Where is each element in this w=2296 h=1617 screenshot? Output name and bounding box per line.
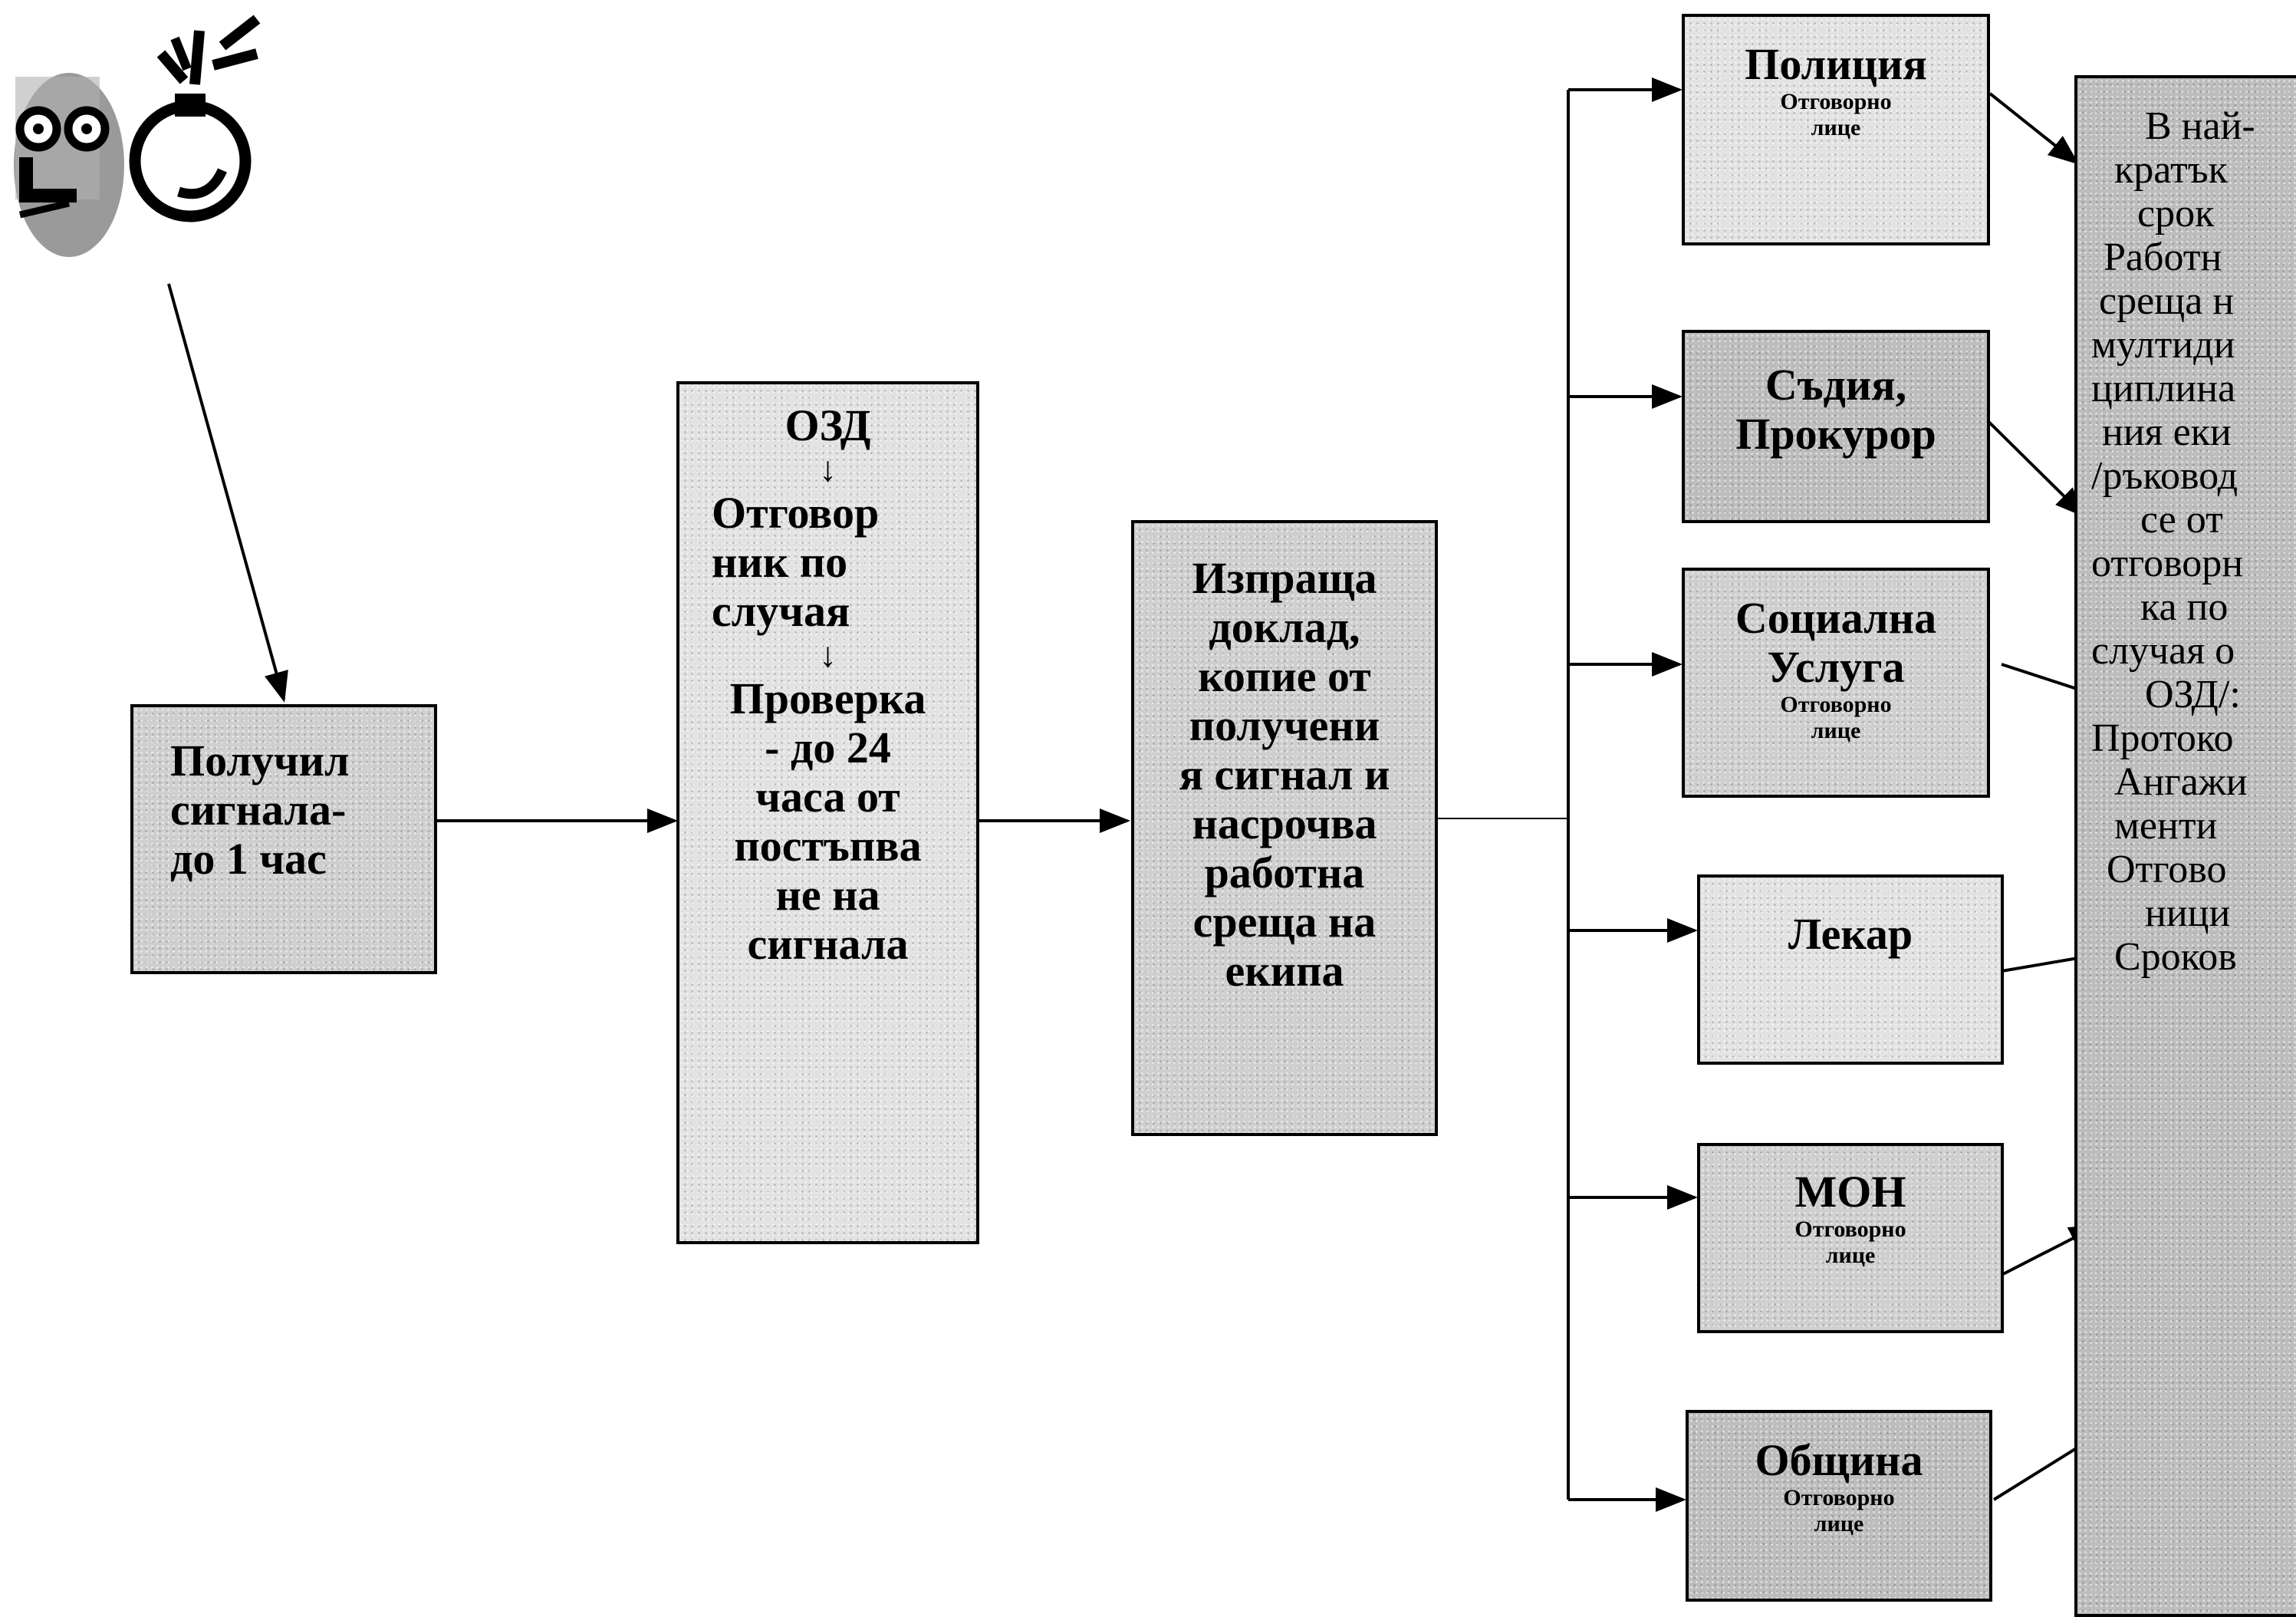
social-line1: Социална <box>1735 593 1937 643</box>
send-line7: работна <box>1204 848 1365 897</box>
mon-title: МОН <box>1794 1167 1906 1217</box>
meeting-text: В най- кратък срок Работн среща н мултид… <box>2091 104 2296 979</box>
ozd-line2: ник по <box>712 537 848 587</box>
municipality-sub1: Отговорно <box>1783 1485 1895 1510</box>
send-line9: екипа <box>1225 946 1344 996</box>
send-line1: Изпраща <box>1192 553 1377 603</box>
ozd-line7: постъпва <box>734 821 922 871</box>
ozd-line5: - до 24 <box>765 723 891 772</box>
meeting-line: ка по <box>2140 585 2229 629</box>
meeting-line: отговорн <box>2091 542 2244 585</box>
send-line8: среща на <box>1192 897 1377 947</box>
meeting-line: Протоко <box>2091 716 2234 760</box>
social-sub2: лице <box>1811 718 1861 743</box>
ozd-line3: случая <box>712 586 850 636</box>
ozd-box: ОЗД ↓ Отговор ник по случая ↓ Проверка -… <box>676 381 979 1244</box>
arrow-mon-to-meeting <box>2001 1224 2100 1276</box>
arrow-icon-to-received <box>167 283 288 703</box>
arrow-social-to-meeting <box>2001 663 2108 702</box>
judge-line2: Прокурор <box>1735 409 1936 459</box>
ozd-line4: Проверка <box>729 673 926 723</box>
meeting-line: /ръковод <box>2091 454 2238 498</box>
meeting-line: ници <box>2145 891 2231 935</box>
ozd-title: ОЗД <box>785 400 871 450</box>
meeting-line: ния еки <box>2102 410 2232 454</box>
ozd-line6: часа от <box>755 772 900 822</box>
send-line2: доклад, <box>1209 602 1360 652</box>
bomb-with-eyes-icon <box>14 15 261 257</box>
mon-sub1: Отговорно <box>1794 1217 1906 1242</box>
ozd-line8: не на <box>775 870 880 920</box>
down-arrow-icon: ↓ <box>819 450 837 489</box>
social-line2: Услуга <box>1767 642 1905 692</box>
meeting-line: менти <box>2114 804 2218 848</box>
ozd-line1: Отговор <box>712 488 880 538</box>
received-signal-box: Получил сигнала- до 1 час <box>130 704 437 974</box>
social-sub1: Отговорно <box>1780 692 1892 717</box>
meeting-line: се от <box>2140 498 2223 542</box>
mon-sub2: лице <box>1825 1243 1876 1268</box>
doctor-title: Лекар <box>1788 909 1913 959</box>
arrow-police-to-meeting <box>1988 92 2080 165</box>
meeting-line: случая о <box>2091 629 2235 673</box>
send-line3: копие от <box>1198 651 1371 701</box>
received-line3: до 1 час <box>170 834 327 884</box>
municipality-box: Община Отговорно лице <box>1686 1410 1992 1602</box>
judge-line1: Съдия, <box>1765 360 1907 410</box>
send-report-box: Изпраща доклад, копие от получени я сигн… <box>1131 520 1438 1136</box>
police-sub2: лице <box>1811 115 1861 140</box>
meeting-line: срок <box>2137 192 2215 235</box>
municipality-sub2: лице <box>1814 1511 1864 1536</box>
meeting-line: циплина <box>2091 367 2236 410</box>
judge-prosecutor-box: Съдия, Прокурор <box>1682 330 1990 523</box>
police-title: Полиция <box>1745 39 1927 89</box>
ozd-line9: сигнала <box>747 919 909 969</box>
meeting-line: В най- <box>2145 104 2255 148</box>
meeting-line: кратък <box>2114 148 2228 192</box>
mon-box: МОН Отговорно лице <box>1697 1143 2004 1333</box>
doctor-box: Лекар <box>1697 874 2004 1065</box>
police-box: Полиция Отговорно лице <box>1682 14 1990 245</box>
meeting-line: Работн <box>2104 235 2222 279</box>
meeting-line: Сроков <box>2114 935 2237 979</box>
send-line6: насрочва <box>1192 799 1377 848</box>
police-sub1: Отговорно <box>1780 89 1892 114</box>
received-line2: сигнала- <box>170 785 347 835</box>
meeting-line: Ангажи <box>2114 760 2248 804</box>
received-line1: Получил <box>170 736 350 785</box>
meeting-line: ОЗД/: <box>2145 673 2241 716</box>
social-service-box: Социална Услуга Отговорно лице <box>1682 568 1990 798</box>
meeting-line: Отгово <box>2107 848 2227 891</box>
meeting-line: среща н <box>2099 279 2235 323</box>
meeting-line: мултиди <box>2091 323 2235 367</box>
arrow-doctor-to-meeting <box>1992 946 2108 974</box>
send-line4: получени <box>1189 700 1380 750</box>
municipality-title: Община <box>1755 1435 1923 1485</box>
down-arrow-icon: ↓ <box>819 635 837 674</box>
team-meeting-box: В най- кратък срок Работн среща н мултид… <box>2074 75 2296 1617</box>
send-line5: я сигнал и <box>1179 749 1390 799</box>
